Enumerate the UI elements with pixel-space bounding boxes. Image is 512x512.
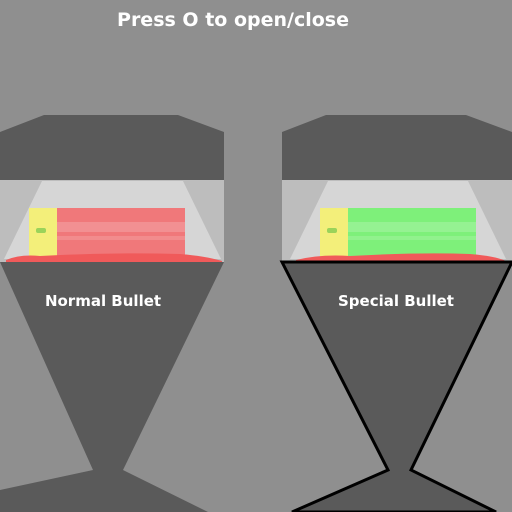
bullet-body: [57, 208, 185, 256]
card-label-special: Special Bullet: [338, 292, 454, 310]
open-close-hint: Press O to open/close: [117, 9, 349, 31]
card-top-frame: [282, 115, 512, 180]
bullet-card-normal[interactable]: [0, 115, 224, 512]
bullet-primer: [327, 228, 337, 233]
card-rim: [6, 253, 222, 263]
card-top-frame: [0, 115, 224, 180]
bullet-special: [320, 208, 476, 256]
bullet-card-special[interactable]: [279, 115, 512, 512]
bullet-normal: [29, 208, 185, 256]
card-bottom-funnel-selected: [279, 260, 512, 512]
card-bottom-funnel: [0, 262, 224, 512]
bullet-body: [348, 208, 476, 256]
card-label-normal: Normal Bullet: [44, 292, 162, 310]
bullet-primer: [36, 228, 46, 233]
